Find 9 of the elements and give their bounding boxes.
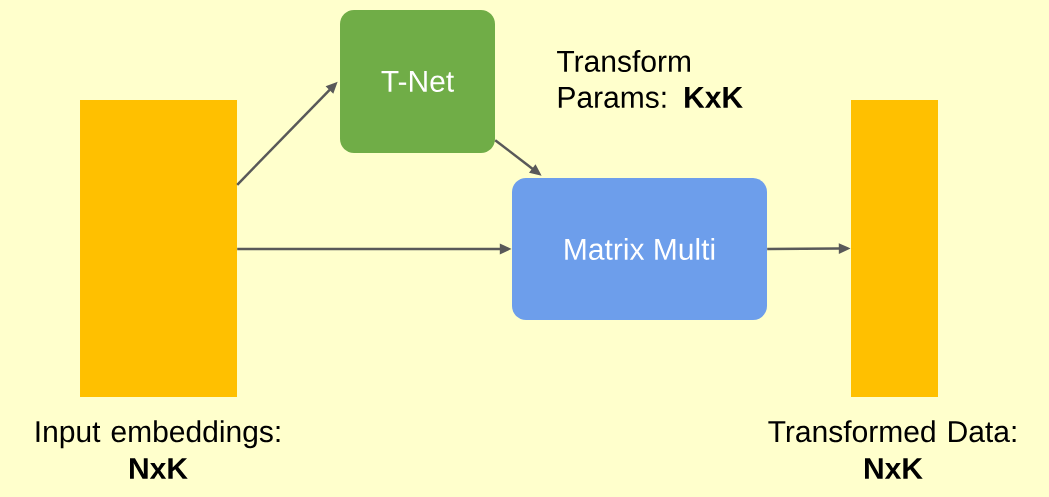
bar — [80, 100, 237, 397]
node-label: Transformed Data: — [768, 420, 1016, 443]
edge-label: Transform Params: KxK — [557, 50, 743, 108]
node-label: NxK — [865, 458, 923, 479]
process-box: Matrix Multi — [512, 178, 767, 320]
bar — [851, 100, 938, 397]
node-label: Input embeddings: — [36, 420, 280, 449]
process-box: T-Net — [340, 10, 495, 153]
node-label: NxK — [130, 458, 188, 479]
